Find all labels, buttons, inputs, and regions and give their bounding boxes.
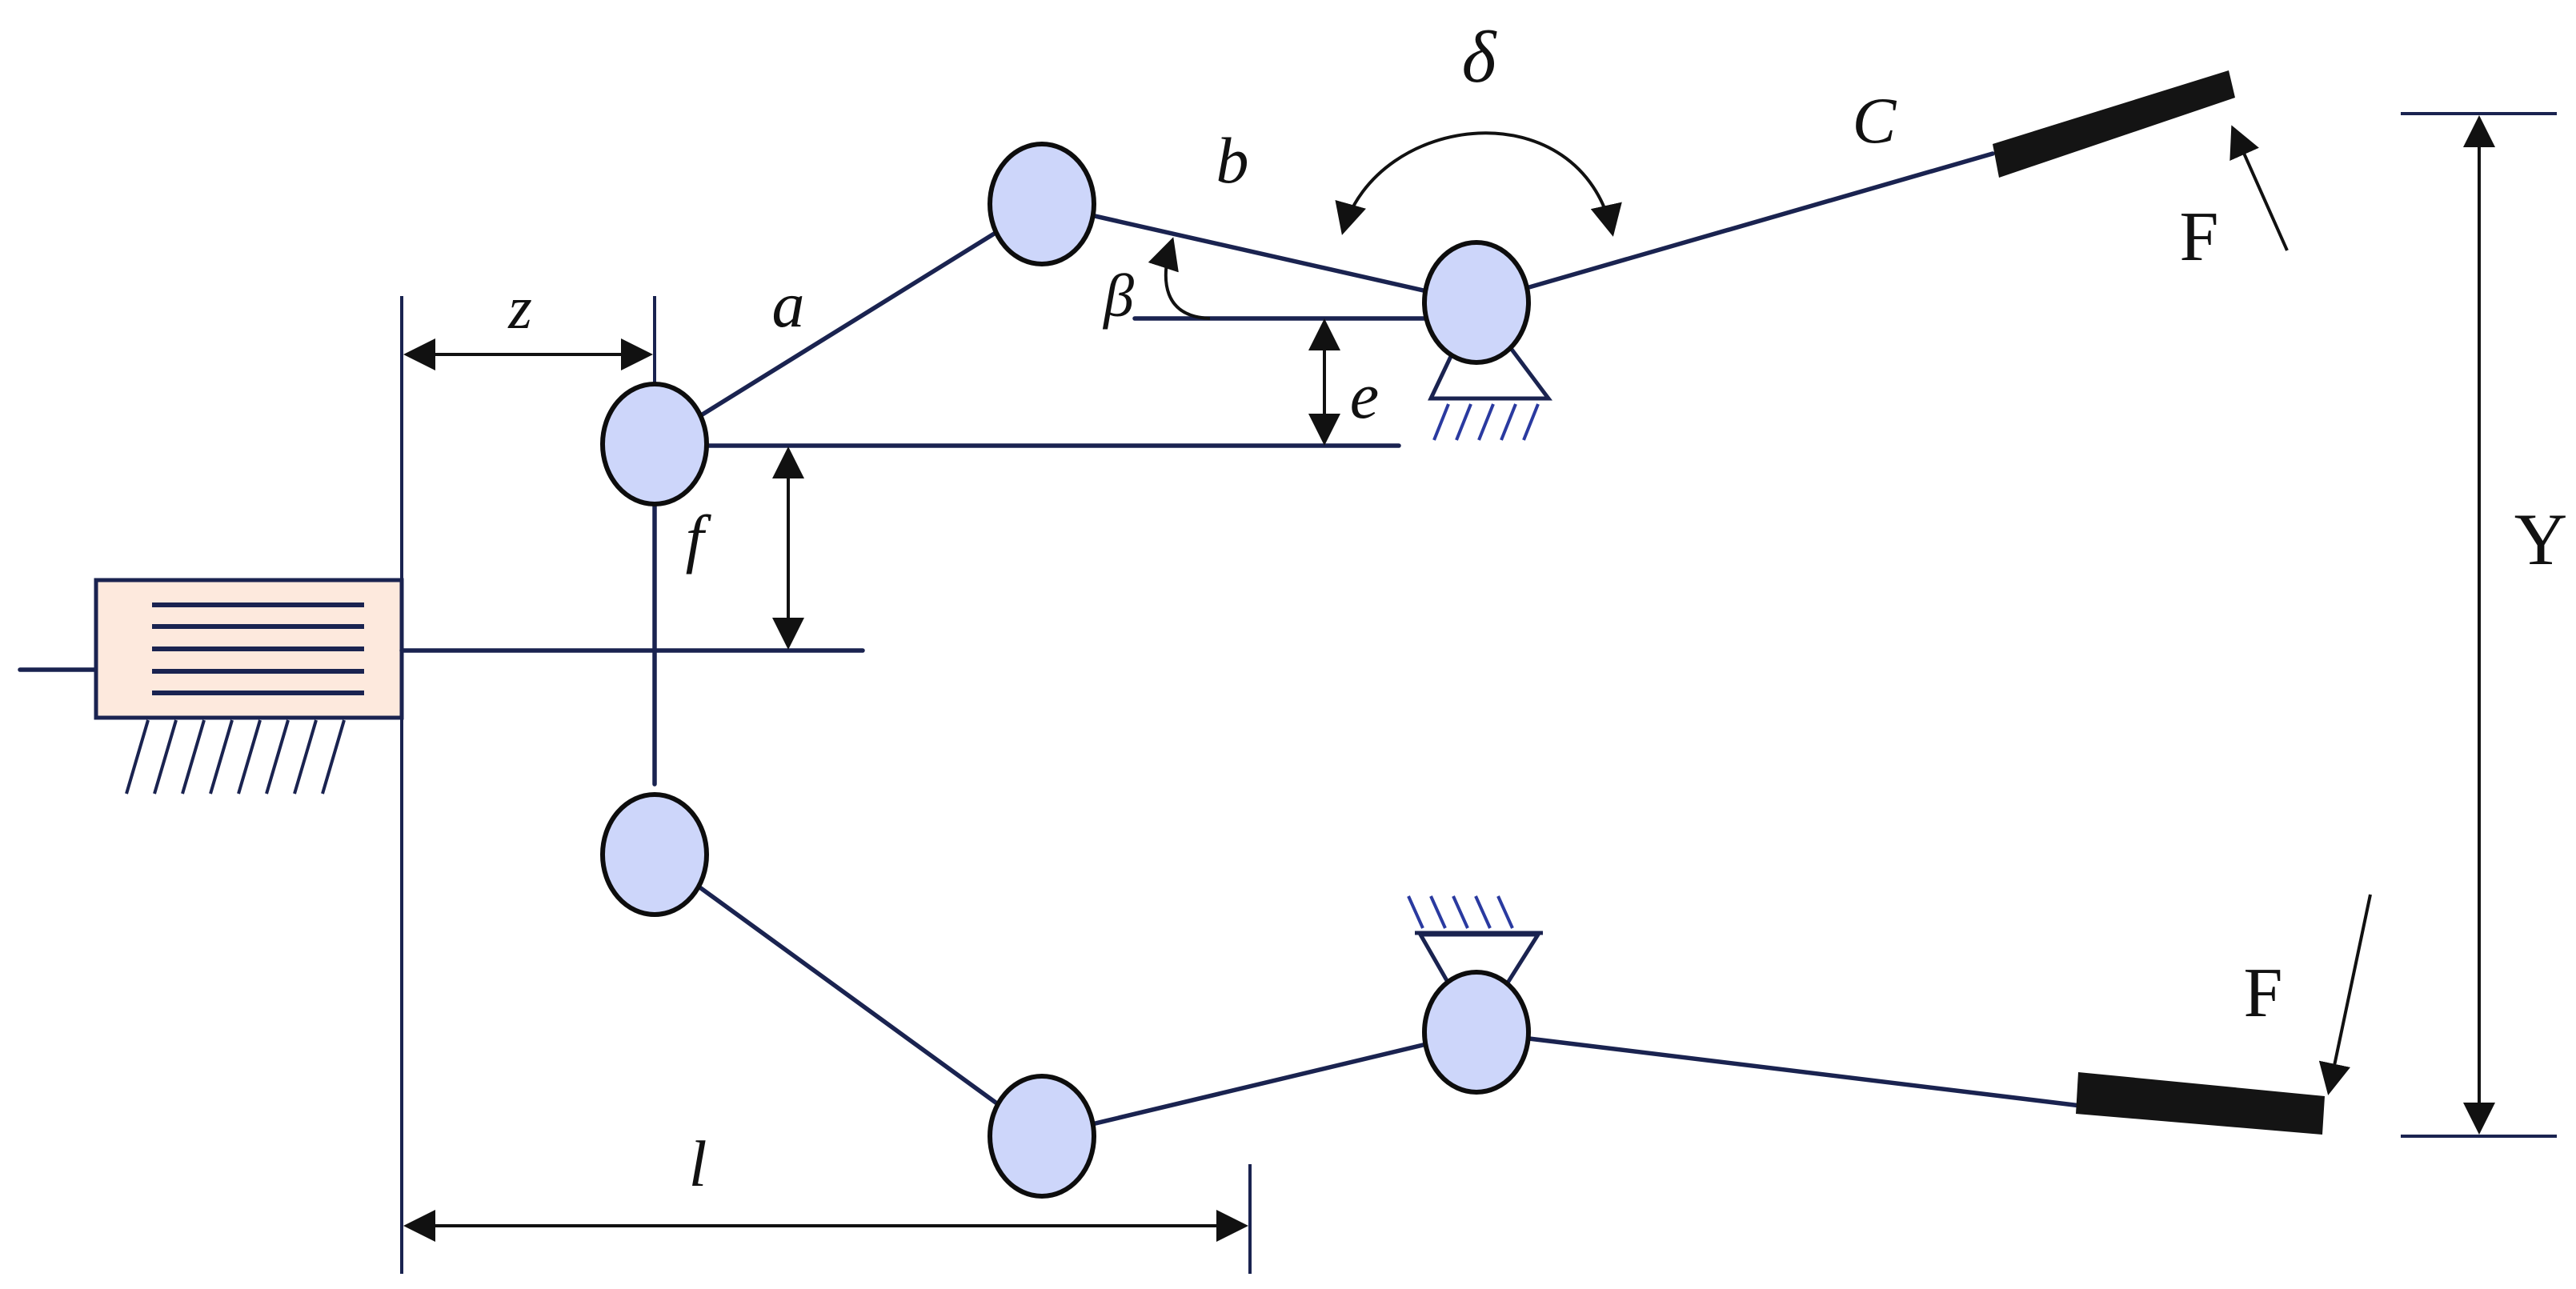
link-c-lower: [1474, 1030, 2083, 1108]
joint-pivot-upper: [1422, 240, 1531, 365]
label-force-lower: F: [2244, 955, 2283, 1032]
label-e: e: [1350, 359, 1379, 432]
jaw-lower: [2076, 1072, 2325, 1135]
link-lower-a: [652, 852, 1044, 1139]
angle-arc-delta: [1335, 131, 1622, 237]
label-force-upper: F: [2180, 198, 2219, 276]
joint-slider-upper: [600, 382, 709, 506]
jaw-upper: [1993, 70, 2235, 178]
label-z: z: [507, 274, 532, 342]
joint-a-b-lower: [988, 1074, 1096, 1199]
label-f: f: [686, 502, 712, 574]
joint-slider-lower: [600, 792, 709, 917]
label-delta: δ: [1462, 16, 1497, 98]
force-arrow-lower: [2318, 894, 2372, 1095]
joint-a-b-upper: [988, 142, 1096, 266]
label-l: l: [689, 1127, 707, 1200]
actuator: [18, 578, 865, 795]
label-beta: β: [1102, 262, 1134, 330]
label-b: b: [1216, 124, 1249, 197]
link-lower-b: [1040, 1030, 1479, 1139]
link-c-upper: [1474, 151, 1995, 305]
joint-pivot-lower: [1422, 970, 1531, 1095]
force-arrow-upper: [2229, 125, 2289, 251]
link-a: [652, 202, 1044, 446]
link-b: [1040, 202, 1479, 305]
label-a: a: [772, 268, 805, 341]
angle-arc-beta: [1148, 237, 1211, 320]
label-c: C: [1853, 84, 1897, 157]
label-y: Y: [2514, 498, 2567, 580]
actuator-inner-lines: [152, 602, 364, 695]
actuator-ground-hatch: [125, 719, 346, 795]
